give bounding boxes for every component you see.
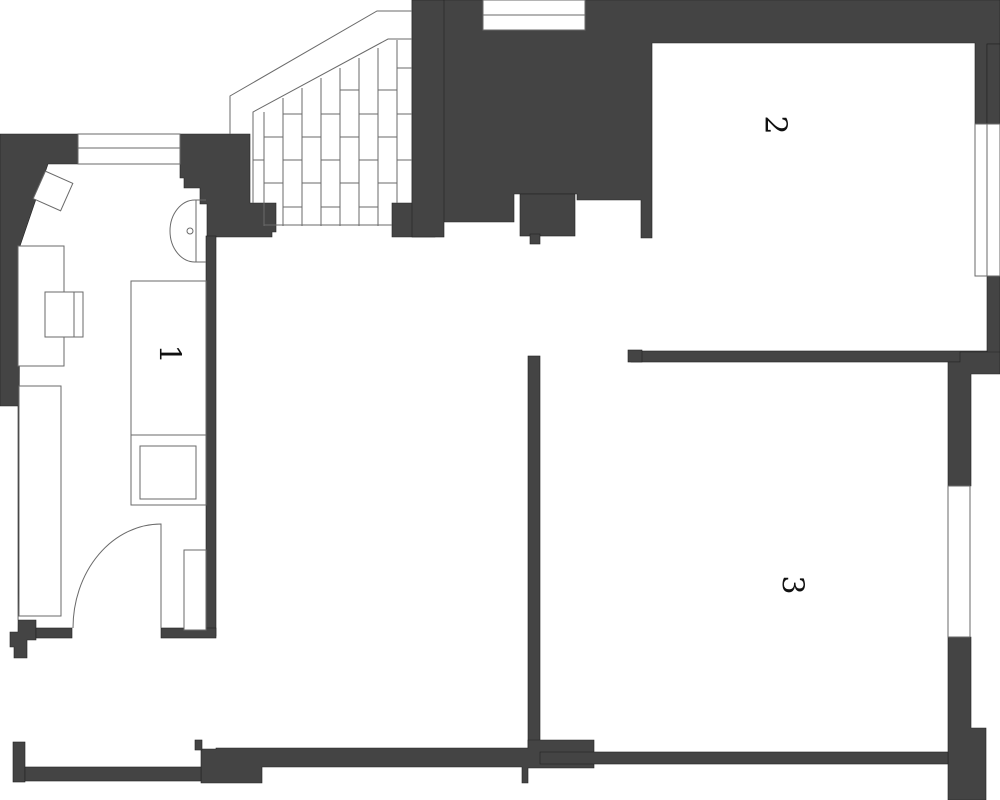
armchair: [32, 170, 74, 212]
shelf: [183, 549, 207, 631]
room-label-2: 2: [757, 115, 793, 135]
room-1-furniture: [17, 170, 207, 631]
desk-chair: [44, 291, 84, 338]
room-label-1: 1: [151, 344, 187, 364]
balcony: [229, 10, 412, 226]
windows: [77, 0, 1000, 638]
wardrobe: [18, 385, 62, 617]
room-label-3: 3: [774, 575, 810, 595]
washbasin: [169, 199, 206, 263]
room-1-door-swing: [72, 523, 162, 629]
nightstand: [139, 445, 197, 500]
